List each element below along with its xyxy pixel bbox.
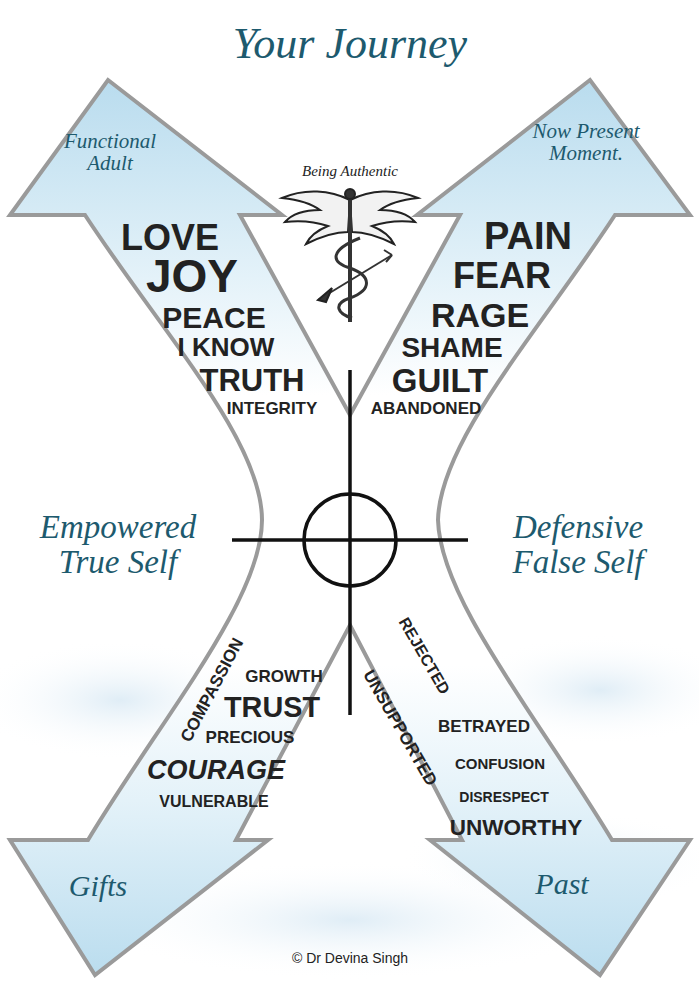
arrow-heading: Past	[517, 868, 607, 900]
arrow-arm: REJECTEDUNSUPPORTEDBETRAYED CONFUSION DISR…	[350, 600, 690, 980]
logo-text: Being Authentic	[275, 164, 425, 180]
feeling-word: GUILT	[392, 364, 489, 397]
feeling-word: INTEGRITY	[227, 400, 318, 417]
feeling-word: PRECIOUS	[206, 729, 295, 746]
arrow-arm: Now Present Moment. PAINFEAR RAGESHAMEGUIL…	[350, 78, 690, 423]
feeling-word: CONFUSION	[455, 756, 545, 771]
feeling-word: FEAR	[453, 258, 551, 294]
arrow-heading: Gifts	[53, 870, 143, 902]
feeling-word: UNSUPPORTED	[360, 667, 440, 788]
feeling-word: TRUST	[224, 693, 320, 722]
diagram-title: Your Journey	[150, 21, 550, 67]
side-heading: Empowered True Self	[18, 510, 218, 579]
feeling-word: REJECTED	[396, 615, 453, 697]
feeling-word: RAGE	[431, 298, 529, 332]
feeling-word: PAIN	[484, 217, 572, 255]
crosshair-symbol	[232, 370, 468, 715]
arrow-heading: Functional Adult	[62, 130, 158, 174]
feeling-word: VULNERABLE	[159, 794, 268, 810]
feeling-word: PEACE	[162, 303, 265, 333]
arrow-arm: COMPASSIONGROWTHTRUSTPRECIOUSCOURAGEVULN…	[10, 600, 350, 980]
feeling-word: UNWORTHY	[450, 817, 582, 840]
feeling-word: ABANDONED	[371, 400, 482, 417]
feeling-word: JOY	[146, 253, 238, 299]
feeling-word: I KNOW	[178, 334, 275, 360]
caduceus-logo	[282, 189, 418, 322]
feeling-word: TRUTH	[199, 365, 304, 396]
arrow-arm: Functional AdultLOVEJOY PEACEI KNOW TRUTH I…	[10, 78, 350, 423]
feeling-word: SHAME	[401, 334, 502, 362]
side-heading: Defensive False Self	[478, 510, 678, 579]
feeling-word: DISRESPECT	[459, 790, 548, 804]
copyright-note: © Dr Devina Singh	[292, 951, 408, 965]
feeling-word: COURAGE	[147, 757, 285, 784]
x-arrows	[10, 80, 690, 975]
arrow-heading: Now Present Moment.	[530, 120, 642, 164]
feeling-word: GROWTH	[245, 668, 322, 685]
feeling-word: LOVE	[121, 220, 219, 256]
feeling-word: BETRAYED	[438, 718, 530, 735]
